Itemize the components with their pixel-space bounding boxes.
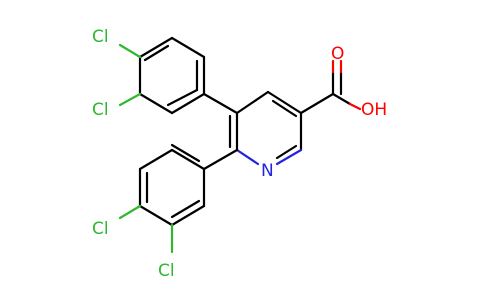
bond xyxy=(138,148,174,171)
bond xyxy=(143,44,170,62)
bond xyxy=(266,90,303,115)
chlorine-label: Cl xyxy=(158,261,175,281)
bond xyxy=(348,102,362,111)
bond xyxy=(331,92,352,106)
bond xyxy=(118,43,142,59)
bond xyxy=(235,90,270,115)
bond xyxy=(170,148,206,171)
bond xyxy=(118,92,142,107)
bond xyxy=(138,204,174,227)
bond xyxy=(202,148,239,171)
pyridine-ring xyxy=(228,90,303,166)
bond xyxy=(138,36,174,59)
upper-dichlorophenyl-ring xyxy=(118,36,239,115)
bond xyxy=(275,148,303,166)
bond xyxy=(118,204,142,220)
bond xyxy=(170,36,206,59)
carboxylic-acid-group xyxy=(299,59,362,115)
lower-dichlorophenyl-ring xyxy=(118,143,239,254)
chlorine-label: Cl xyxy=(92,219,109,239)
bond xyxy=(170,143,201,163)
bond xyxy=(138,92,174,115)
bond xyxy=(170,199,201,219)
nitrogen-label: N xyxy=(261,161,274,181)
hydroxyl-label: OH xyxy=(361,100,387,120)
bond xyxy=(299,92,335,115)
carbonyl-oxygen-label: O xyxy=(331,44,344,64)
chlorine-label: Cl xyxy=(92,100,109,120)
chlorine-label: Cl xyxy=(92,27,109,47)
bond xyxy=(235,148,260,166)
bond xyxy=(275,144,298,160)
bond xyxy=(170,204,206,227)
bond xyxy=(202,92,239,115)
bond xyxy=(170,92,206,115)
bond xyxy=(271,99,298,118)
bond xyxy=(166,88,199,107)
